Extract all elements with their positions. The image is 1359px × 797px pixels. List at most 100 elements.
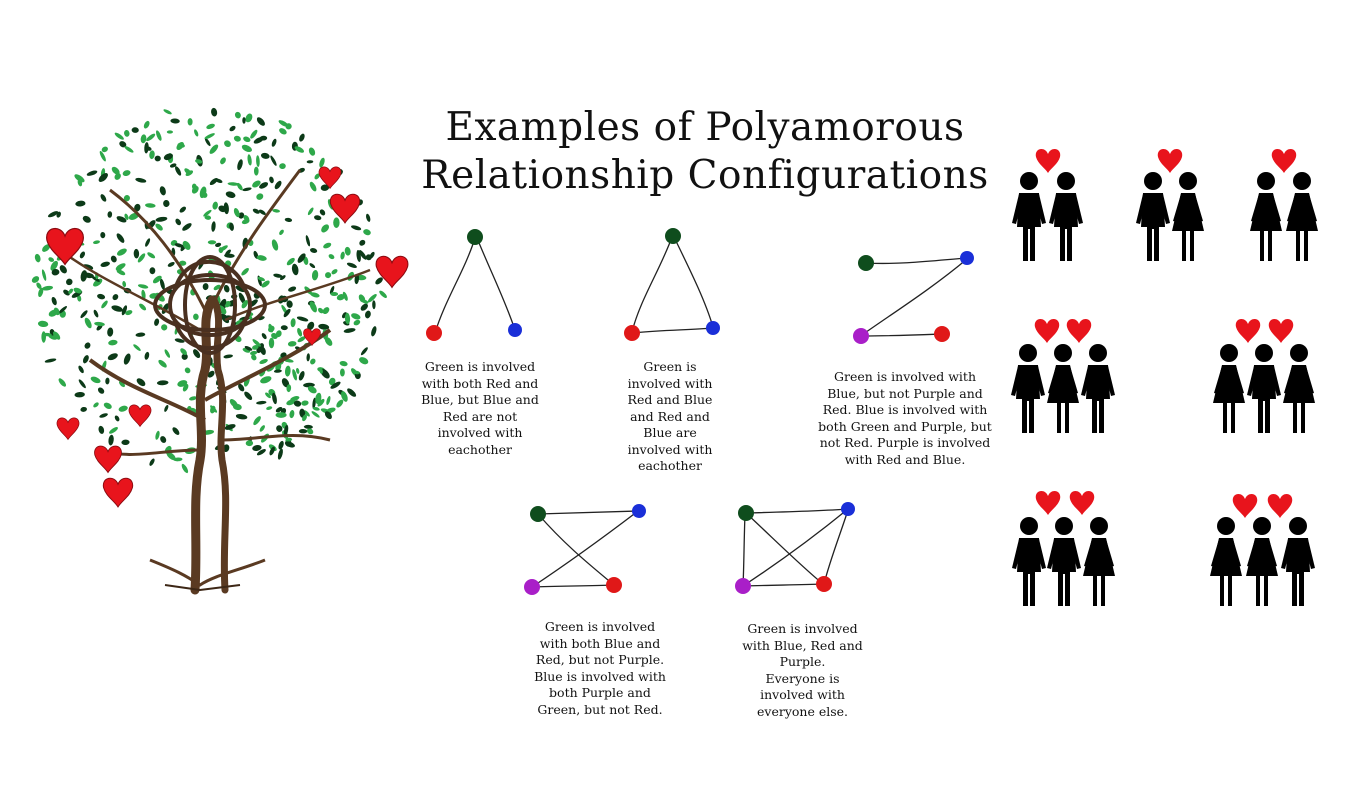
heart-ornament-icon: [329, 193, 361, 224]
leaf: [170, 118, 180, 124]
leaf: [193, 349, 201, 359]
leaf: [286, 257, 295, 266]
leaf: [53, 307, 60, 316]
page-title: Examples of Polyamorous Relationship Con…: [395, 104, 1015, 200]
leaf: [125, 310, 133, 316]
heart-icon: [1157, 148, 1183, 173]
leaf: [312, 406, 320, 411]
leaf: [182, 223, 192, 231]
leaf: [235, 413, 248, 420]
leaf: [344, 312, 351, 325]
leaf: [235, 319, 244, 325]
leaf: [90, 376, 101, 384]
leaf: [223, 354, 233, 359]
leaf: [269, 446, 275, 456]
leaf: [279, 128, 287, 135]
leaf: [234, 111, 241, 119]
caption-quad: Green is involved with both Blue and Red…: [534, 619, 666, 717]
leaf: [147, 252, 156, 259]
leaf: [346, 262, 357, 268]
leaf: [252, 208, 260, 214]
leaf: [101, 146, 108, 153]
leaf: [100, 261, 110, 267]
leaf: [375, 277, 383, 285]
leaf: [232, 403, 242, 411]
leaf: [372, 300, 376, 310]
leaf: [224, 424, 236, 430]
leaf: [379, 290, 387, 298]
leaf: [99, 150, 106, 162]
leaf: [364, 310, 371, 319]
leaf: [243, 215, 250, 222]
leaf: [31, 276, 40, 283]
leaf: [73, 287, 82, 294]
leaf: [286, 384, 292, 393]
heart-icon: [1232, 493, 1258, 518]
leaf: [149, 150, 155, 160]
leaf: [314, 173, 320, 180]
leaf: [296, 316, 309, 322]
heart-ornament-icon: [318, 166, 342, 190]
leaf: [353, 319, 361, 326]
leaf: [271, 138, 277, 147]
leaf: [289, 410, 295, 419]
leaf: [38, 287, 44, 298]
leaf: [169, 163, 177, 168]
leaf: [174, 338, 185, 343]
leaf: [241, 144, 253, 153]
leaf: [177, 380, 188, 387]
leaf: [274, 180, 282, 190]
leaf: [107, 211, 113, 218]
leaf: [149, 267, 156, 275]
leaf: [119, 380, 125, 388]
leaf: [119, 141, 127, 148]
leaf: [342, 291, 348, 301]
leaf: [307, 386, 317, 394]
leaf: [37, 320, 49, 328]
leaf: [83, 272, 94, 279]
woman-icon: [1246, 517, 1278, 606]
leaf: [273, 273, 283, 278]
leaf: [181, 463, 189, 474]
leaf: [156, 130, 162, 141]
leaf: [285, 437, 293, 442]
leaf: [284, 441, 295, 448]
node-purple: [524, 579, 540, 595]
heart-icon: [1069, 490, 1095, 515]
leaf: [363, 229, 371, 236]
leaf: [114, 173, 121, 180]
leaf: [331, 269, 338, 275]
leaf: [144, 351, 150, 360]
leaf: [336, 399, 344, 408]
heart-icon: [1271, 148, 1297, 173]
leaf: [175, 218, 182, 226]
leaf: [163, 109, 172, 115]
leaf: [159, 186, 166, 196]
leaf: [253, 166, 259, 176]
leaf: [298, 371, 305, 381]
leaf: [279, 163, 286, 170]
woman-icon: [1286, 172, 1318, 261]
leaf: [79, 251, 86, 259]
leaf: [305, 235, 311, 247]
leaf: [118, 405, 128, 412]
leaf: [242, 187, 252, 192]
leaf: [143, 120, 150, 129]
leaf: [204, 215, 212, 220]
leaf: [152, 275, 162, 284]
leaf: [229, 222, 234, 231]
leaf: [256, 449, 266, 456]
man-icon: [1281, 517, 1315, 606]
leaf: [225, 249, 231, 256]
leaf: [98, 173, 108, 182]
leaf: [272, 209, 280, 213]
leaf: [82, 215, 91, 223]
leaf: [131, 127, 139, 133]
leaf: [286, 300, 293, 308]
leaf: [273, 369, 282, 373]
node-red: [606, 577, 622, 593]
leaf: [311, 411, 320, 418]
leaf: [107, 353, 118, 361]
caption-chain: Green is involved with Blue, but not Pur…: [818, 369, 992, 467]
diagram-vee: [434, 237, 516, 334]
